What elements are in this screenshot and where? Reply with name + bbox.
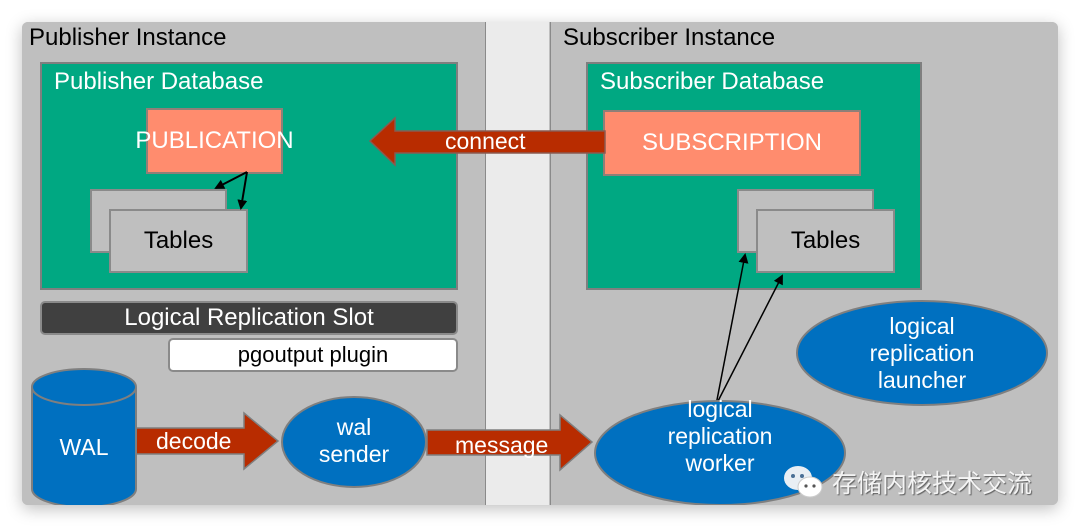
pgoutput-plugin: pgoutput plugin bbox=[168, 338, 458, 372]
diagram-frame: Publisher Instance Publisher Database PU… bbox=[22, 22, 1058, 505]
logical-replication-launcher-process bbox=[796, 300, 1048, 406]
publisher-tables: Tables bbox=[109, 209, 248, 273]
message-arrow bbox=[426, 413, 594, 472]
worker-to-tables-arrow-1 bbox=[715, 253, 749, 406]
worker-label: logical replication worker bbox=[667, 396, 773, 476]
subscriber-database-title: Subscriber Database bbox=[600, 68, 825, 95]
connect-label: connect bbox=[445, 128, 526, 154]
publication-to-tables-arrow-1 bbox=[214, 171, 248, 189]
diagram-shapes bbox=[31, 116, 1048, 505]
logical-replication-slot: Logical Replication Slot bbox=[40, 301, 458, 335]
worker-to-tables-arrow-2 bbox=[715, 274, 783, 406]
publisher-database-title: Publisher Database bbox=[54, 68, 264, 95]
wal-cylinder-icon bbox=[31, 368, 137, 505]
wal-sender-process bbox=[281, 396, 427, 488]
wechat-icon bbox=[784, 466, 823, 498]
network-divider bbox=[486, 22, 549, 505]
launcher-label: logical replication launcher bbox=[869, 313, 975, 393]
publisher-instance: Publisher Instance Publisher Database PU… bbox=[22, 22, 486, 505]
subscription-box: SUBSCRIPTION bbox=[603, 110, 861, 176]
logical-replication-worker-process bbox=[594, 400, 846, 505]
decode-arrow bbox=[135, 411, 280, 471]
decode-label: decode bbox=[156, 428, 232, 454]
message-label: message bbox=[455, 432, 549, 458]
publication-box: PUBLICATION bbox=[135, 108, 294, 174]
subscriber-instance-title: Subscriber Instance bbox=[563, 24, 776, 51]
watermark-text: 存储内核技术交流 bbox=[832, 470, 1033, 498]
watermark: 存储内核技术交流 bbox=[782, 462, 1032, 502]
publication-to-tables-arrow-2 bbox=[237, 171, 248, 210]
publisher-database: Publisher Database bbox=[40, 62, 458, 290]
publisher-instance-title: Publisher Instance bbox=[29, 24, 227, 51]
wal-sender-label: wal sender bbox=[318, 414, 390, 467]
connect-arrow bbox=[368, 116, 606, 167]
subscriber-tables: Tables bbox=[756, 209, 895, 273]
wal-label: WAL bbox=[59, 434, 109, 460]
